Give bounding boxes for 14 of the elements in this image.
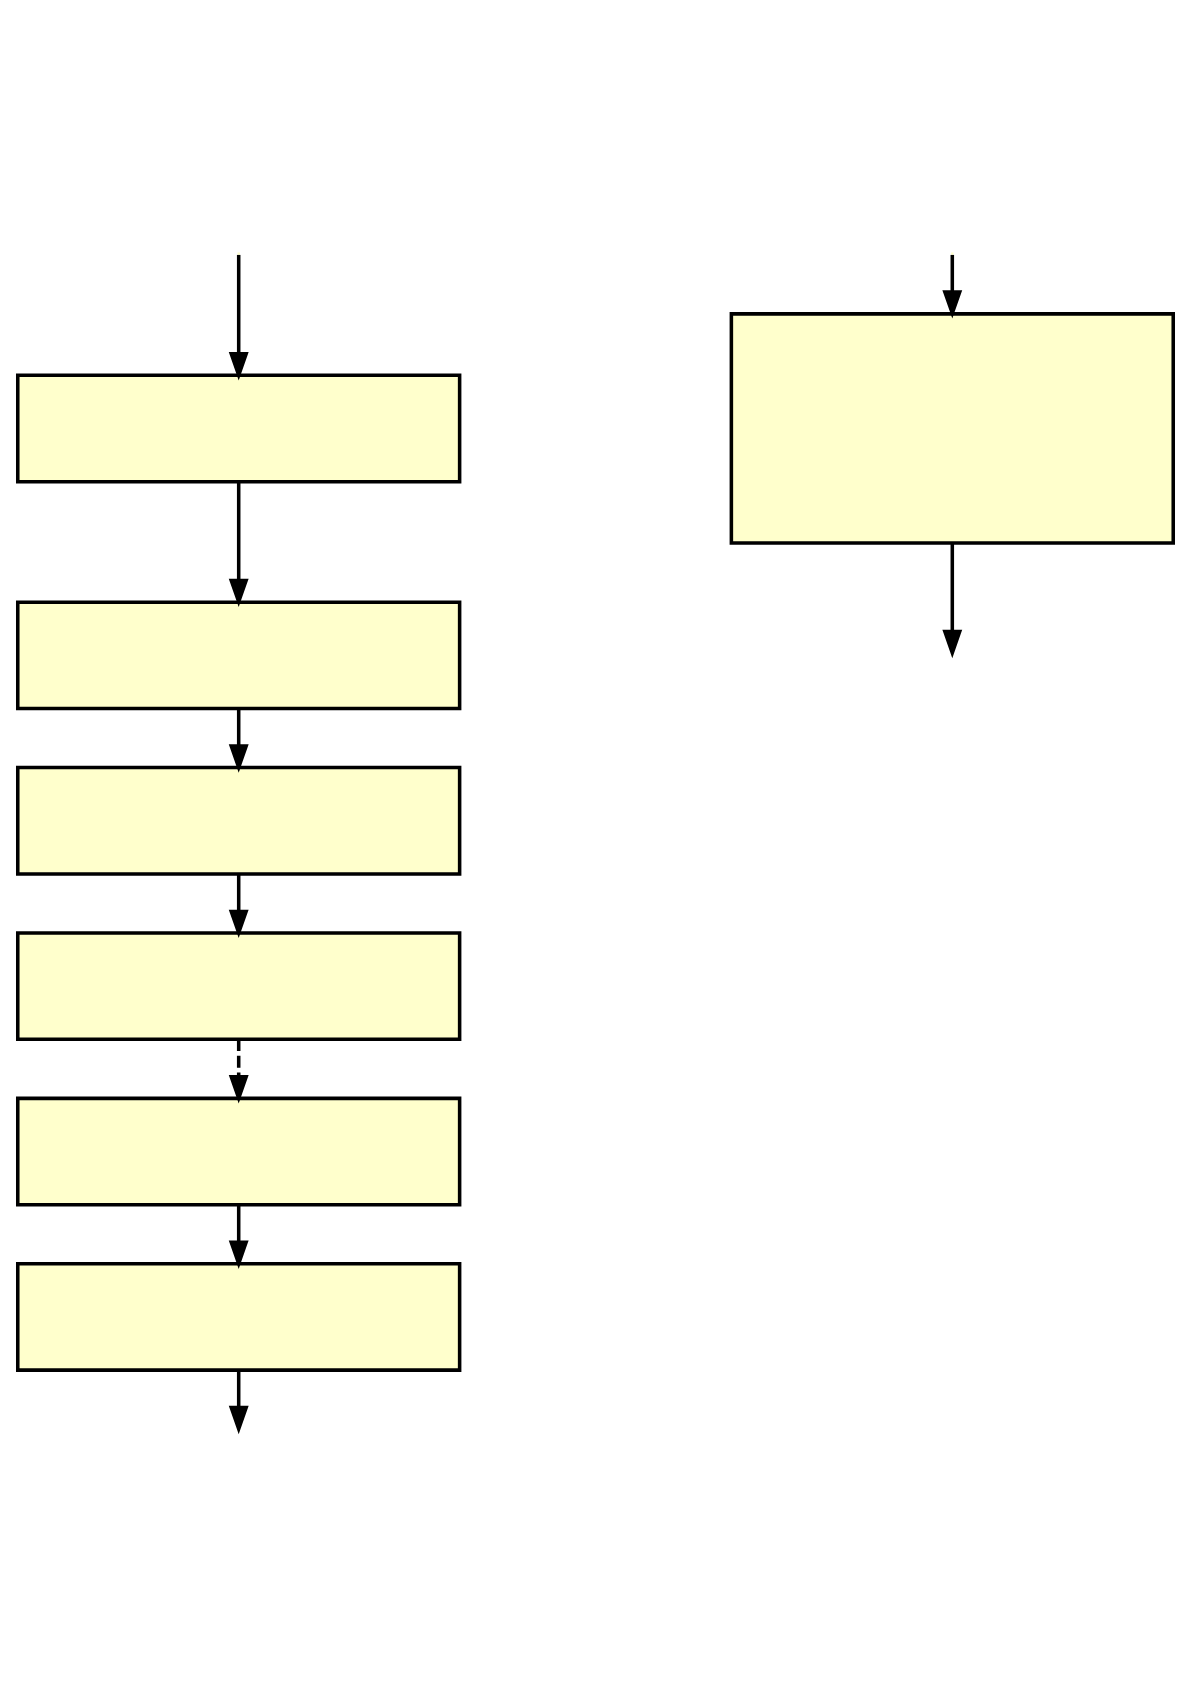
- arrow: [228, 873, 249, 939]
- node-box: [16, 931, 462, 1042]
- node-box: [16, 1096, 462, 1207]
- node-box: [729, 312, 1175, 545]
- arrow: [228, 482, 249, 608]
- node-box: [16, 373, 462, 484]
- node-box: [16, 765, 462, 876]
- arrow: [228, 1039, 249, 1104]
- node-box: [16, 1262, 462, 1372]
- arrow: [228, 708, 249, 773]
- arrow: [228, 1204, 249, 1269]
- node-box: [16, 600, 462, 711]
- arrow: [942, 254, 963, 319]
- arrow: [228, 254, 249, 381]
